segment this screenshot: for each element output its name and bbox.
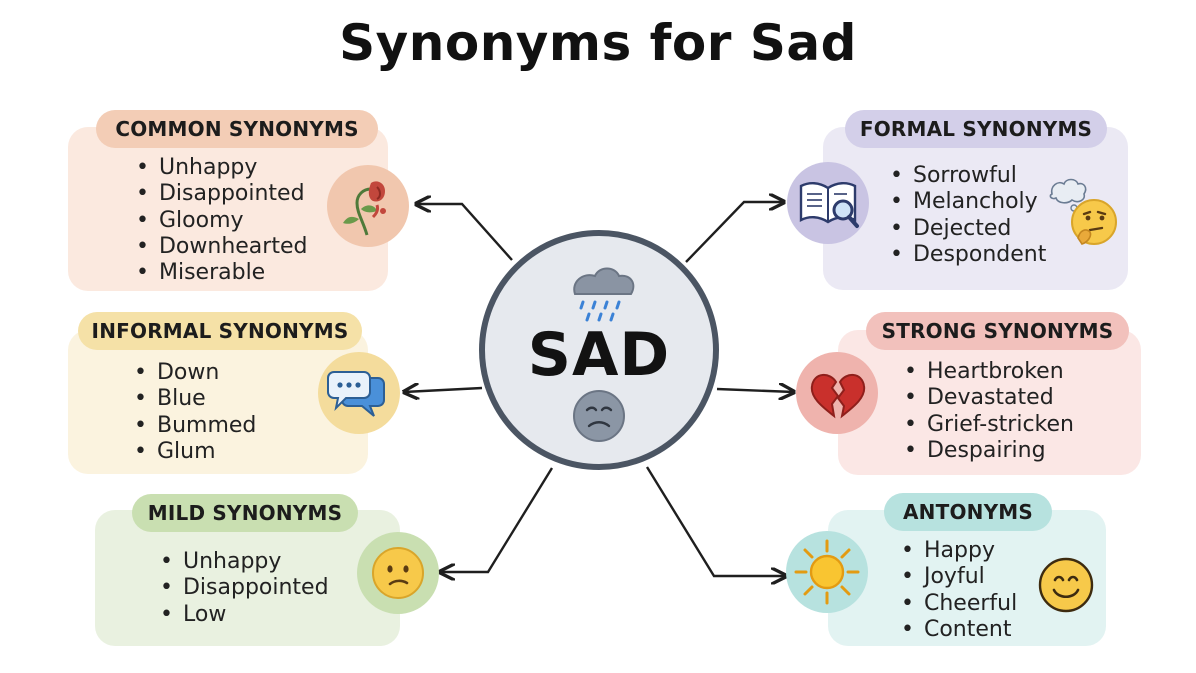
word-list-formal: Sorrowful Melancholy Dejected Despondent [890,163,1046,268]
list-item: Content [901,617,1017,643]
word-list-strong: Heartbroken Devastated Grief-stricken De… [904,359,1074,464]
arrow-formal [685,202,784,263]
wilted-flower-icon [327,165,409,247]
pill-strong: STRONG SYNONYMS [866,312,1129,350]
list-item: Despondent [890,242,1046,268]
list-item: Joyful [901,564,1017,590]
list-item: Down [134,360,256,386]
arrow-mild [440,467,554,572]
arrow-antonyms [645,466,786,576]
list-item: Blue [134,386,256,412]
list-item: Melancholy [890,189,1046,215]
list-item: Devastated [904,385,1074,411]
rain-cloud-icon [573,267,635,322]
speech-bubbles-icon [318,352,400,434]
smiling-face-icon [1036,555,1096,615]
pill-mild: MILD SYNONYMS [132,494,358,532]
arrow-informal [404,388,483,392]
sun-icon [786,531,868,613]
list-item: Dejected [890,216,1046,242]
center-node: SAD [479,230,719,470]
list-item: Low [160,602,329,628]
list-item: Happy [901,538,1017,564]
sad-face-icon [573,390,625,442]
list-item: Grief-stricken [904,412,1074,438]
broken-heart-icon [796,352,878,434]
center-word: SAD [527,320,671,390]
list-item: Glum [134,439,256,465]
list-item: Miserable [136,260,307,286]
list-item: Cheerful [901,591,1017,617]
word-list-informal: Down Blue Bummed Glum [134,360,256,465]
word-list-common: Unhappy Disappointed Gloomy Downhearted … [136,155,307,286]
list-item: Sorrowful [890,163,1046,189]
list-item: Unhappy [136,155,307,181]
list-item: Heartbroken [904,359,1074,385]
word-list-mild: Unhappy Disappointed Low [160,549,329,628]
thinking-face-icon [1044,172,1122,250]
pill-informal: INFORMAL SYNONYMS [78,312,362,350]
list-item: Despairing [904,438,1074,464]
page-title: Synonyms for Sad [339,14,857,72]
list-item: Gloomy [136,208,307,234]
list-item: Downhearted [136,234,307,260]
list-item: Bummed [134,413,256,439]
worried-face-icon [357,532,439,614]
pill-common: COMMON SYNONYMS [96,110,378,148]
list-item: Unhappy [160,549,329,575]
arrow-strong [716,389,794,392]
list-item: Disappointed [136,181,307,207]
pill-formal: FORMAL SYNONYMS [845,110,1107,148]
word-list-antonyms: Happy Joyful Cheerful Content [901,538,1017,643]
pill-antonyms: ANTONYMS [884,493,1052,531]
arrow-common [416,204,513,261]
book-magnifier-icon [787,162,869,244]
list-item: Disappointed [160,575,329,601]
